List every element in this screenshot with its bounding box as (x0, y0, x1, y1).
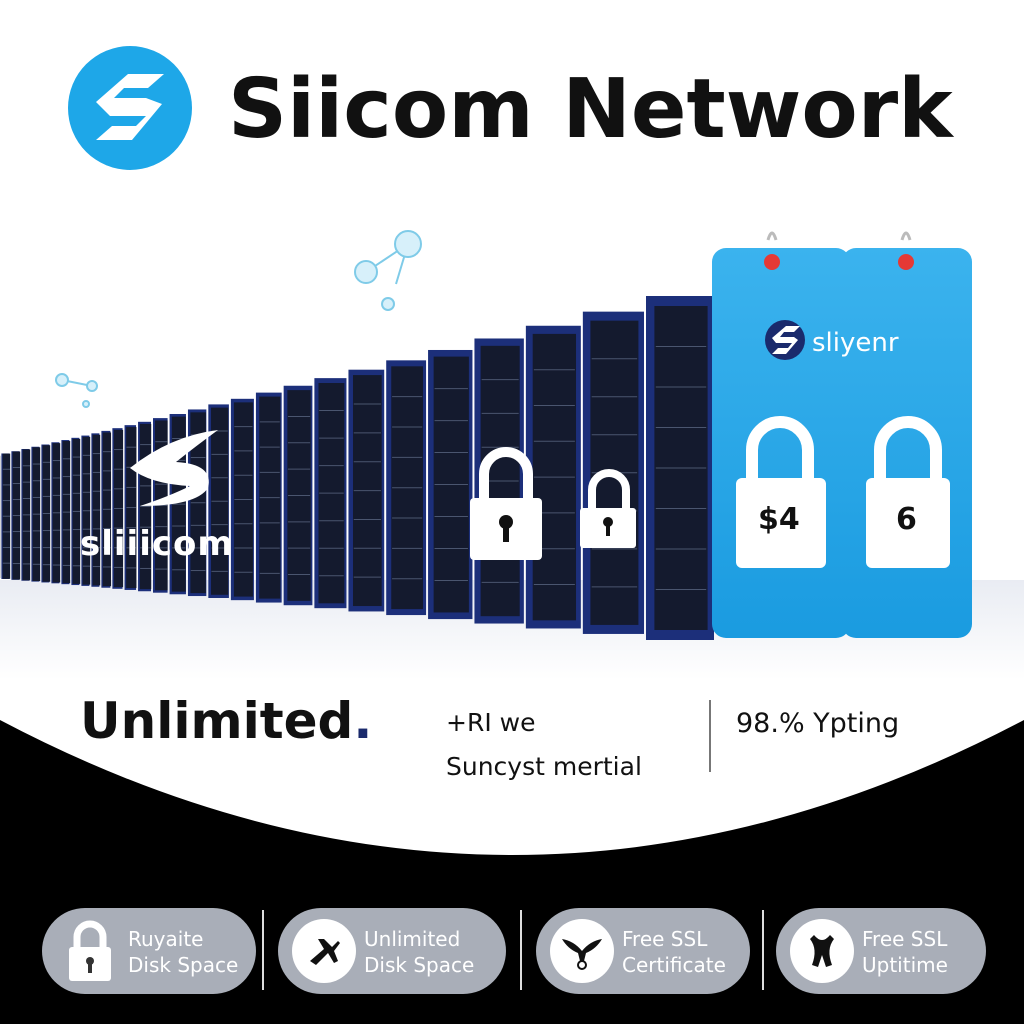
feature-free-ssl-certificate[interactable]: Free SSL Certificate (536, 908, 750, 994)
feature-label: Free SSL Certificate (622, 926, 726, 978)
uptime-text: 98.% Ypting (736, 708, 900, 739)
feature-line1: Free SSL (862, 927, 948, 951)
headline: Unlimited. (80, 692, 372, 750)
headline-text: Unlimited (80, 692, 354, 750)
feature-separator (520, 910, 522, 990)
feature-line1: Free SSL (622, 927, 708, 951)
brand-title: Siicom Network (228, 62, 953, 157)
feature-label: Unlimited Disk Space (364, 926, 474, 978)
feature-line1: Ruyaite (128, 927, 204, 951)
feature-line2: Uptitime (862, 953, 948, 977)
headline-dot: . (353, 692, 373, 750)
feature-line2: Certificate (622, 953, 726, 977)
ribbon-icon (790, 919, 854, 983)
feature-line2: Disk Space (128, 953, 239, 977)
rack-lock-large (470, 447, 542, 560)
plane-icon (292, 919, 356, 983)
feature-free-ssl-uptime[interactable]: Free SSL Uptitime (776, 908, 986, 994)
molecule-decoration-icon (55, 230, 422, 408)
eagle-icon (550, 919, 614, 983)
server-room-illustration (0, 231, 1024, 680)
feature-disk-space[interactable]: Ruyaite Disk Space (42, 908, 256, 994)
feature-separator (262, 910, 264, 990)
feature-separator (762, 910, 764, 990)
price-tag-left (712, 231, 850, 638)
subline-2: Suncyst mertial (446, 752, 642, 781)
feature-line1: Unlimited (364, 927, 461, 951)
tag-brand-text: sliyenr (812, 328, 899, 358)
tag-price-left: $4 (758, 502, 800, 537)
price-tag-right (842, 231, 972, 638)
rack-logo-text: sliiicom (80, 524, 234, 564)
divider (709, 700, 711, 772)
feature-line2: Disk Space (364, 953, 475, 977)
feature-label: Ruyaite Disk Space (128, 926, 238, 978)
tag-price-right: 6 (896, 502, 917, 537)
lock-icon (62, 919, 118, 983)
bottom-background (0, 720, 1024, 1024)
subline-1: +RI we (446, 708, 536, 737)
feature-label: Free SSL Uptitime (862, 926, 948, 978)
rack-lock-small (580, 469, 636, 548)
feature-unlimited-disk[interactable]: Unlimited Disk Space (278, 908, 506, 994)
tag-lock-right (866, 416, 950, 568)
tag-lock-left (736, 416, 826, 568)
brand-logo-icon (68, 46, 192, 170)
